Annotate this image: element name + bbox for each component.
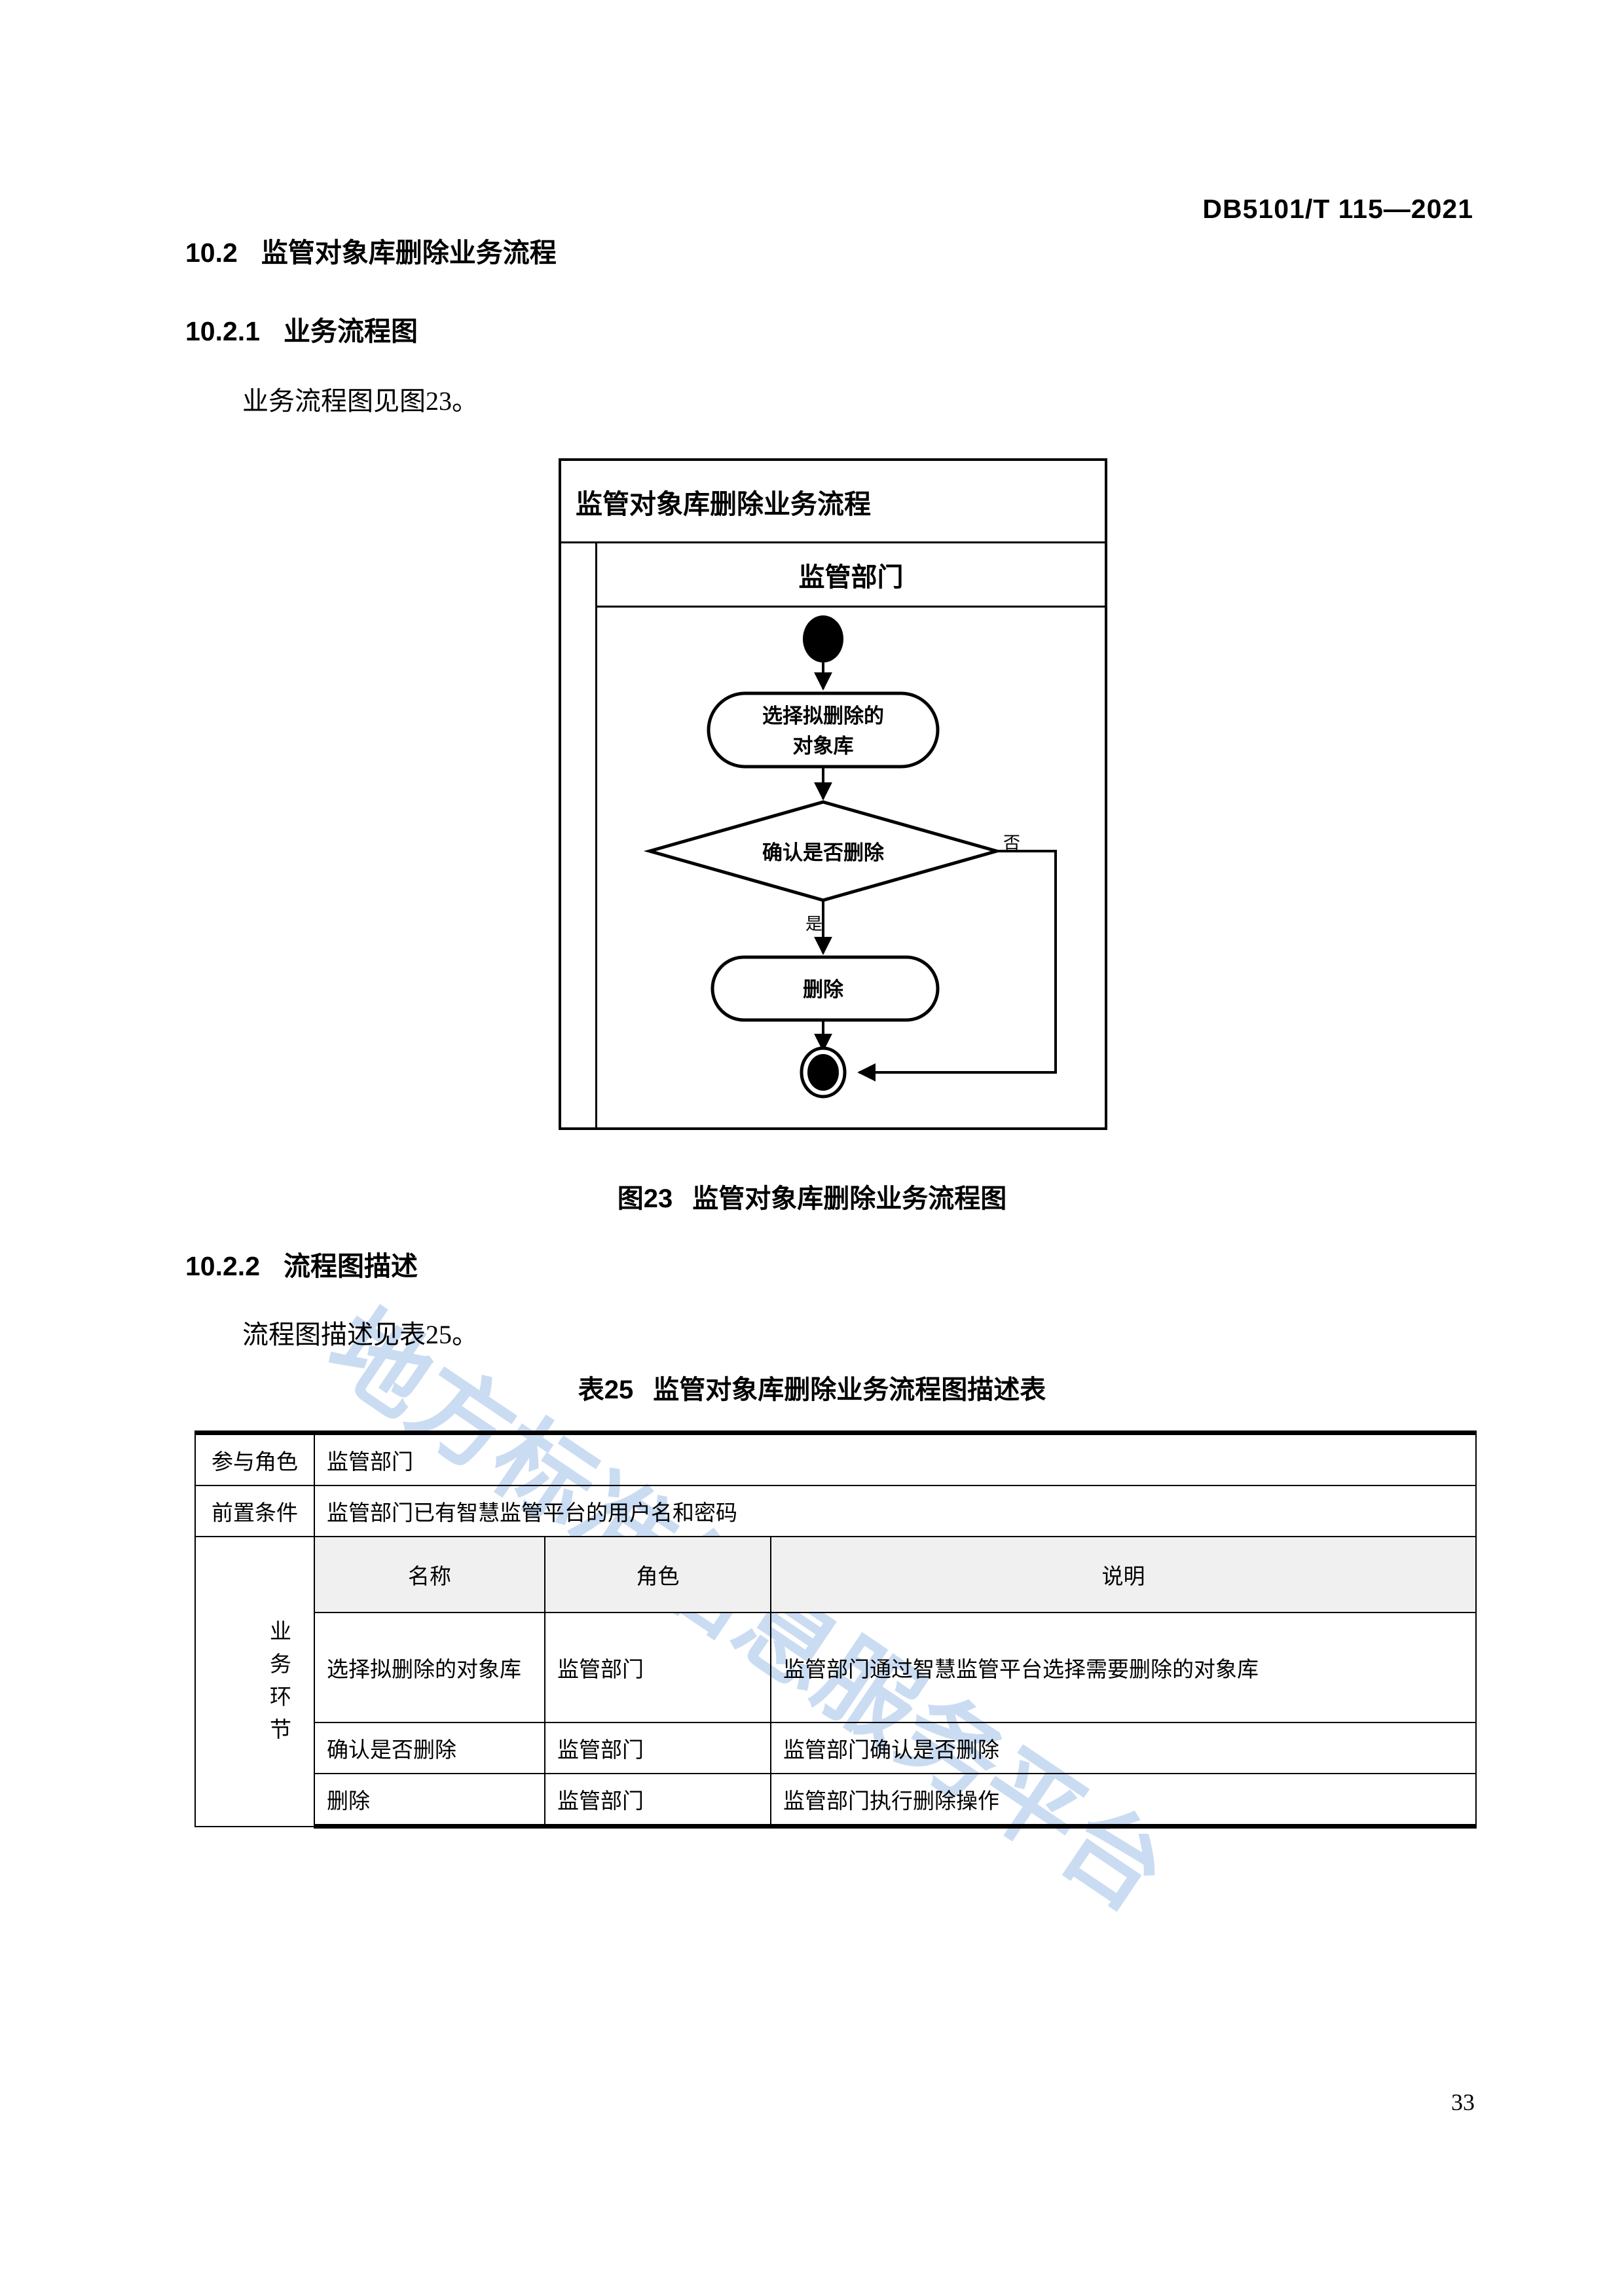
cell-step-role: 监管部门	[544, 1612, 771, 1723]
column-header-description: 说明	[770, 1536, 1477, 1613]
cell-step-description: 监管部门确认是否删除	[770, 1722, 1477, 1774]
table-row: 删除 监管部门 监管部门执行删除操作	[195, 1773, 1477, 1829]
table-row: 确认是否删除 监管部门 监管部门确认是否删除	[195, 1722, 1477, 1774]
table-caption: 表25 监管对象库删除业务流程图描述表	[0, 1368, 1624, 1406]
edge-label-no: 否	[1003, 833, 1020, 852]
end-node	[800, 1046, 847, 1099]
diagram-swimlane-body: 监管部门 选择拟删除的	[561, 543, 1105, 1127]
flow-description-table: 参与角色 监管部门 前置条件 监管部门已有智慧监管平台的用户名和密码 业 务 环…	[194, 1430, 1477, 1829]
row-label-preconditions: 前置条件	[194, 1485, 315, 1537]
table-caption-title: 监管对象库删除业务流程图描述表	[653, 1376, 1046, 1404]
heading-10-2: 10.2 监管对象库删除业务流程	[185, 230, 557, 270]
cell-step-role: 监管部门	[544, 1773, 771, 1829]
action-node-select-label-line2: 对象库	[793, 735, 854, 757]
figure-caption: 图23 监管对象库删除业务流程图	[0, 1177, 1624, 1215]
action-node-delete-label: 删除	[803, 978, 844, 1001]
heading-10-2-2-number: 10.2.2	[185, 1251, 260, 1281]
business-flow-diagram: 监管对象库删除业务流程 监管部门	[559, 458, 1107, 1130]
cell-step-name: 选择拟删除的对象库	[314, 1612, 545, 1723]
cell-step-description: 监管部门执行删除操作	[770, 1773, 1477, 1829]
heading-10-2-1-title: 业务流程图	[284, 316, 418, 346]
diagram-title: 监管对象库删除业务流程	[561, 461, 1105, 543]
column-header-name: 名称	[314, 1536, 545, 1613]
decision-node-confirm-label: 确认是否删除	[762, 841, 885, 864]
heading-10-2-2-title: 流程图描述	[284, 1251, 418, 1281]
row-label-participants: 参与角色	[194, 1430, 315, 1486]
page-number: 33	[1451, 2089, 1475, 2115]
table-row: 选择拟删除的对象库 监管部门 监管部门通过智慧监管平台选择需要删除的对象库	[195, 1612, 1477, 1723]
figure-caption-number: 图23	[617, 1184, 673, 1213]
vertical-label-char-3: 环	[270, 1686, 291, 1710]
edge-label-yes: 是	[805, 914, 822, 934]
paragraph-figure-reference: 业务流程图见图23。	[242, 386, 478, 416]
vertical-label-char-2: 务	[270, 1653, 291, 1677]
diagram-lane-gutter	[561, 543, 597, 1127]
table-row-preconditions: 前置条件 监管部门已有智慧监管平台的用户名和密码	[194, 1485, 1477, 1537]
cell-step-name: 确认是否删除	[314, 1722, 545, 1774]
paragraph-table-reference: 流程图描述见表25。	[242, 1320, 478, 1349]
row-label-business-steps: 业 务 环 节	[194, 1536, 315, 1827]
table-header-row: 业 务 环 节 名称 角色 说明	[194, 1536, 1477, 1827]
heading-10-2-title: 监管对象库删除业务流程	[261, 238, 557, 268]
heading-10-2-number: 10.2	[185, 238, 238, 268]
edge-no-branch	[857, 850, 1057, 1082]
figure-caption-title: 监管对象库删除业务流程图	[692, 1184, 1007, 1213]
table-caption-number: 表25	[578, 1376, 634, 1404]
heading-10-2-2: 10.2.2 流程图描述	[185, 1244, 418, 1283]
column-header-role: 角色	[544, 1536, 771, 1613]
diagram-canvas: 选择拟删除的 对象库 确认是否删除 否 是	[597, 608, 1105, 1127]
document-header-standard-code: DB5101/T 115—2021	[1202, 194, 1473, 224]
cell-step-role: 监管部门	[544, 1722, 771, 1774]
vertical-label-char-4: 节	[270, 1719, 291, 1743]
row-value-preconditions: 监管部门已有智慧监管平台的用户名和密码	[314, 1485, 1477, 1537]
action-node-delete	[710, 955, 940, 1022]
row-value-participants: 监管部门	[314, 1430, 1477, 1486]
heading-10-2-1: 10.2.1 业务流程图	[185, 309, 418, 348]
table-row-participants: 参与角色 监管部门	[194, 1430, 1477, 1486]
heading-10-2-1-number: 10.2.1	[185, 316, 260, 346]
vertical-label-char-1: 业	[270, 1620, 291, 1644]
start-node	[803, 615, 843, 663]
cell-step-description: 监管部门通过智慧监管平台选择需要删除的对象库	[770, 1612, 1477, 1723]
diagram-lane-supervisor: 监管部门 选择拟删除的	[597, 543, 1105, 1127]
action-node-select-label-line1: 选择拟删除的	[762, 704, 884, 727]
diagram-lane-title: 监管部门	[597, 543, 1105, 608]
cell-step-name: 删除	[314, 1773, 545, 1829]
